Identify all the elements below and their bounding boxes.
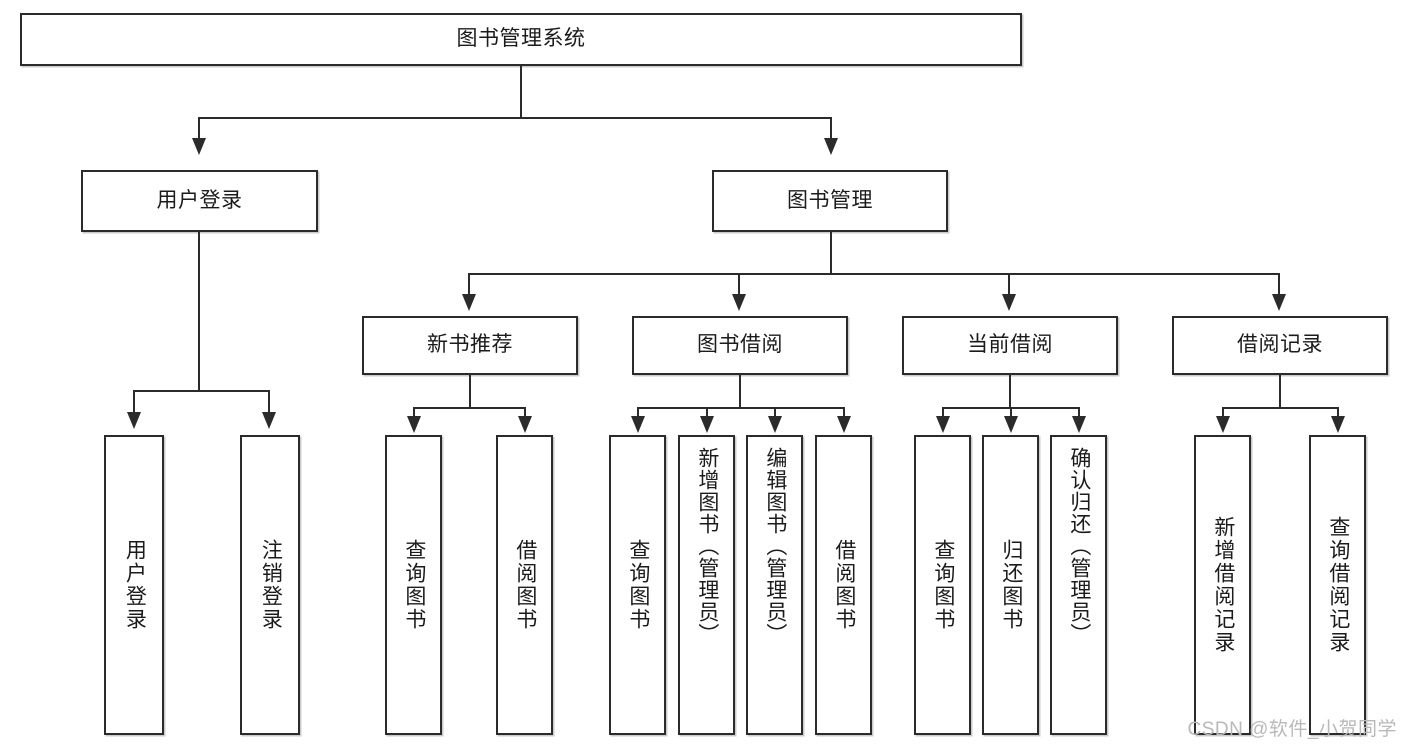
edge-drop-leaf-current-borrow-1 bbox=[1010, 407, 1012, 419]
edge-level3-bus bbox=[468, 273, 1278, 275]
leaf-user-login-logout[interactable]: 注销登录 bbox=[240, 435, 300, 735]
edge-drop-leaf-current-borrow-0 bbox=[942, 407, 944, 419]
leaf-user-login-login[interactable]: 用户登录 bbox=[104, 435, 164, 735]
node-book-management[interactable]: 图书管理 bbox=[712, 170, 948, 232]
node-label: 查询图书 bbox=[402, 539, 426, 631]
node-label: 图书管理 bbox=[787, 188, 873, 212]
arrowhead-leaf-borrow-record-1 bbox=[1331, 416, 1345, 433]
node-new-book-recommend[interactable]: 新书推荐 bbox=[362, 316, 578, 375]
csdn-watermark: CSDN @软件_小贺同学 bbox=[1187, 719, 1397, 740]
edge-root-stem bbox=[520, 66, 522, 118]
leaf-book-borrow-borrow[interactable]: 借阅图书 bbox=[815, 435, 872, 735]
leaf-borrow-record-add[interactable]: 新增借阅记录 bbox=[1194, 435, 1251, 735]
node-label: 借阅图书 bbox=[513, 539, 537, 631]
node-label: 用户登录 bbox=[123, 539, 147, 631]
node-label: 查询图书 bbox=[931, 539, 955, 631]
edge-drop-leaf-book-borrow-3 bbox=[843, 407, 845, 419]
node-label: 图书管理系统 bbox=[456, 27, 586, 51]
arrowhead-level3-0 bbox=[462, 294, 476, 311]
edge-level2-bus bbox=[198, 117, 832, 119]
arrowhead-leaf-new-book-1 bbox=[518, 416, 532, 433]
leaf-book-borrow-query[interactable]: 查询图书 bbox=[609, 435, 666, 735]
edge-drop-leaf-borrow-record-0 bbox=[1222, 407, 1224, 419]
node-borrow-record[interactable]: 借阅记录 bbox=[1172, 316, 1388, 375]
node-label: 借阅图书 bbox=[832, 539, 856, 631]
node-user-login[interactable]: 用户登录 bbox=[81, 170, 318, 232]
node-label: 新书推荐 bbox=[427, 333, 513, 357]
edge-new-book-stem bbox=[469, 375, 471, 408]
edge-drop-leaf-new-book-0 bbox=[413, 407, 415, 419]
edge-user-login-stem bbox=[198, 232, 200, 391]
node-label: 用户登录 bbox=[156, 188, 243, 212]
arrowhead-level3-2 bbox=[1002, 294, 1016, 311]
edge-drop-level3-2 bbox=[1008, 273, 1010, 297]
node-label: 新增图书（管理员） bbox=[695, 447, 719, 645]
arrowhead-leaf-current-borrow-2 bbox=[1072, 416, 1086, 433]
node-label: 当前借阅 bbox=[967, 333, 1053, 357]
arrowhead-leaf-current-borrow-1 bbox=[1004, 416, 1018, 433]
node-label: 图书借阅 bbox=[697, 333, 783, 357]
arrowhead-leaf-new-book-0 bbox=[407, 416, 421, 433]
edge-drop-leaf-user-login-0 bbox=[133, 390, 135, 415]
leaf-new-book-query[interactable]: 查询图书 bbox=[385, 435, 442, 735]
edge-drop-leaf-current-borrow-2 bbox=[1078, 407, 1080, 419]
arrowhead-level3-3 bbox=[1272, 294, 1286, 311]
leaf-borrow-record-query[interactable]: 查询借阅记录 bbox=[1309, 435, 1366, 735]
edge-book-manage-stem bbox=[830, 232, 832, 274]
arrowhead-level3-1 bbox=[732, 294, 746, 311]
node-label: 注销登录 bbox=[259, 539, 283, 631]
node-label: 编辑图书（管理员） bbox=[763, 447, 787, 645]
edge-drop-leaf-book-borrow-1 bbox=[706, 407, 708, 419]
arrowhead-leaf-user-login-1 bbox=[262, 412, 276, 429]
leaf-book-borrow-add[interactable]: 新增图书（管理员） bbox=[678, 435, 735, 735]
node-label: 借阅记录 bbox=[1237, 333, 1323, 357]
arrowhead-leaf-borrow-record-0 bbox=[1216, 416, 1230, 433]
node-label: 新增借阅记录 bbox=[1211, 516, 1235, 654]
arrowhead-leaf-book-borrow-1 bbox=[700, 416, 714, 433]
edge-drop-leaf-book-borrow-2 bbox=[774, 407, 776, 419]
arrowhead-leaf-user-login-0 bbox=[127, 412, 141, 429]
edge-current-borrow-stem bbox=[1009, 375, 1011, 408]
edge-drop-leaf-borrow-record-1 bbox=[1337, 407, 1339, 419]
arrowhead-user-login bbox=[192, 138, 206, 155]
edge-drop-user-login bbox=[198, 117, 200, 141]
arrowhead-leaf-book-borrow-0 bbox=[631, 416, 645, 433]
node-label: 确认归还（管理员） bbox=[1067, 447, 1091, 645]
arrowhead-leaf-book-borrow-2 bbox=[768, 416, 782, 433]
leaf-current-borrow-query[interactable]: 查询图书 bbox=[914, 435, 971, 735]
node-label: 归还图书 bbox=[999, 539, 1023, 631]
edge-drop-book-manage bbox=[830, 117, 832, 141]
leaf-current-borrow-confirm[interactable]: 确认归还（管理员） bbox=[1050, 435, 1107, 735]
edge-drop-level3-1 bbox=[738, 273, 740, 297]
edge-borrow-record-bus bbox=[1222, 407, 1338, 409]
edge-user-login-bus bbox=[133, 390, 268, 392]
edge-drop-level3-0 bbox=[468, 273, 470, 297]
node-label: 查询图书 bbox=[626, 539, 650, 631]
edge-book-borrow-bus bbox=[637, 407, 844, 409]
node-root-system[interactable]: 图书管理系统 bbox=[20, 13, 1022, 66]
arrowhead-leaf-book-borrow-3 bbox=[837, 416, 851, 433]
edge-drop-leaf-book-borrow-0 bbox=[637, 407, 639, 419]
edge-book-borrow-stem bbox=[739, 375, 741, 408]
edge-borrow-record-stem bbox=[1279, 375, 1281, 408]
node-label: 查询借阅记录 bbox=[1326, 516, 1350, 654]
leaf-new-book-borrow[interactable]: 借阅图书 bbox=[496, 435, 553, 735]
leaf-book-borrow-edit[interactable]: 编辑图书（管理员） bbox=[746, 435, 803, 735]
node-current-borrow[interactable]: 当前借阅 bbox=[902, 316, 1118, 375]
edge-new-book-bus bbox=[413, 407, 525, 409]
leaf-current-borrow-return[interactable]: 归还图书 bbox=[982, 435, 1039, 735]
edge-drop-leaf-user-login-1 bbox=[268, 390, 270, 415]
arrowhead-leaf-current-borrow-0 bbox=[936, 416, 950, 433]
edge-drop-level3-3 bbox=[1278, 273, 1280, 297]
edge-drop-leaf-new-book-1 bbox=[524, 407, 526, 419]
node-book-borrow[interactable]: 图书借阅 bbox=[632, 316, 848, 375]
arrowhead-book-manage bbox=[824, 138, 838, 155]
